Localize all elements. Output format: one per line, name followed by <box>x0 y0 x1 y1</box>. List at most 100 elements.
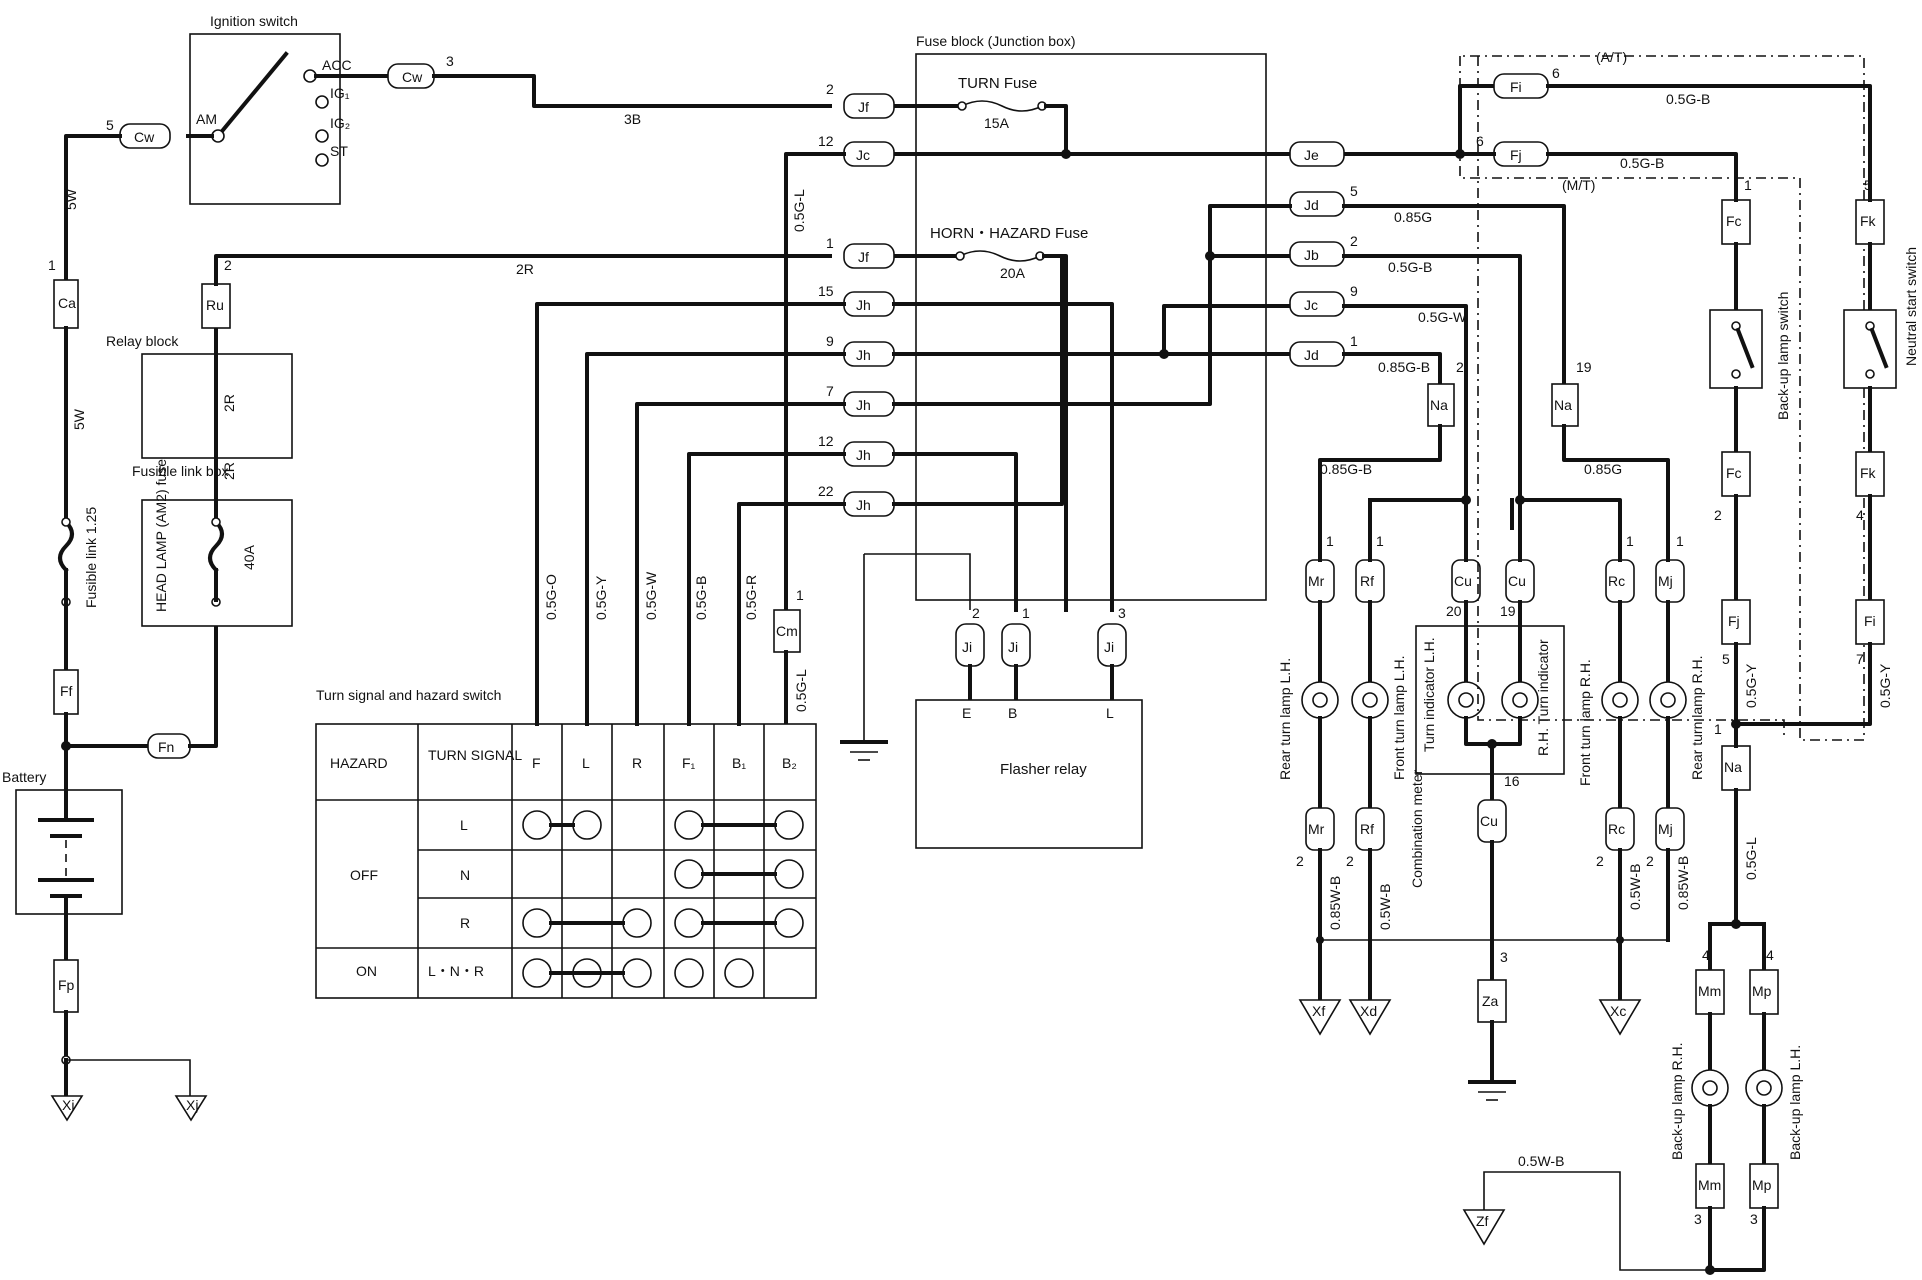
connector-cu-bottom: Cu <box>1477 799 1507 843</box>
svg-text:Mp: Mp <box>1752 983 1772 999</box>
svg-text:R: R <box>632 755 642 771</box>
svg-text:0.5W-B: 0.5W-B <box>1627 864 1643 910</box>
svg-text:R: R <box>460 915 470 931</box>
svg-text:2R: 2R <box>221 394 237 412</box>
connector-na-mid: Na 19 <box>1551 359 1592 427</box>
wire-5w-bottom: 5W <box>71 408 87 430</box>
svg-text:16: 16 <box>1504 773 1520 789</box>
svg-text:6: 6 <box>1552 65 1560 81</box>
svg-text:HAZARD: HAZARD <box>330 755 388 771</box>
svg-text:Cw: Cw <box>402 69 423 85</box>
backup-lamp-switch: Back-up lamp switch <box>1709 292 1791 420</box>
svg-text:(A/T): (A/T) <box>1596 49 1627 65</box>
bulb-backup-rh <box>1691 1069 1729 1107</box>
ignition-terminal-acc: ACC <box>322 57 352 73</box>
ignition-switch: Ignition switch AM ACC IG₁ IG₂ ST <box>189 13 352 205</box>
svg-text:Rc: Rc <box>1608 821 1625 837</box>
ground-body-1 <box>840 740 888 761</box>
svg-text:Jh: Jh <box>856 447 871 463</box>
svg-text:Zf: Zf <box>1476 1213 1489 1229</box>
svg-text:0.5G-Y: 0.5G-Y <box>1743 663 1759 708</box>
wire-3b: 3B <box>624 111 641 127</box>
svg-text:20A: 20A <box>1000 265 1026 281</box>
svg-text:0.85G: 0.85G <box>1394 209 1432 225</box>
svg-text:L: L <box>1106 705 1114 721</box>
svg-text:(M/T): (M/T) <box>1562 177 1595 193</box>
svg-text:Fusible link box: Fusible link box <box>132 463 229 479</box>
svg-text:1: 1 <box>1376 533 1384 549</box>
svg-text:0.5G-O: 0.5G-O <box>543 574 559 620</box>
svg-text:2: 2 <box>1350 233 1358 249</box>
svg-text:Battery: Battery <box>2 769 46 785</box>
connector-je: Je <box>1289 141 1345 167</box>
svg-text:3: 3 <box>1118 605 1126 621</box>
svg-text:R.H. Turn indicator: R.H. Turn indicator <box>1535 639 1551 756</box>
svg-text:Fk: Fk <box>1860 465 1877 481</box>
bulb-front-lh <box>1351 681 1389 719</box>
svg-text:0.5W-B: 0.5W-B <box>1377 884 1393 930</box>
flasher-relay: E B L Flasher relay <box>915 699 1143 849</box>
svg-text:Turn signal and hazard switch: Turn signal and hazard switch <box>316 687 501 703</box>
svg-text:12: 12 <box>818 133 834 149</box>
svg-text:2R: 2R <box>221 462 237 480</box>
svg-text:2R: 2R <box>516 261 534 277</box>
combination-meter: 20 19 Turn indicator L.H. R.H. Turn indi… <box>1409 600 1565 888</box>
svg-text:Na: Na <box>1554 397 1572 413</box>
svg-text:0.5G-Y: 0.5G-Y <box>1877 663 1893 708</box>
connector-jc-9: Jc 9 <box>1289 283 1358 317</box>
svg-text:Mm: Mm <box>1698 983 1721 999</box>
svg-text:Na: Na <box>1724 759 1742 775</box>
connector-fc-bottom: Fc 2 <box>1714 451 1751 523</box>
svg-text:3: 3 <box>1500 949 1508 965</box>
svg-text:9: 9 <box>1350 283 1358 299</box>
svg-text:0.5G-L: 0.5G-L <box>791 189 807 232</box>
svg-text:0.5G-B: 0.5G-B <box>1388 259 1432 275</box>
svg-text:Xc: Xc <box>1610 1003 1626 1019</box>
svg-text:1: 1 <box>1022 605 1030 621</box>
svg-text:Back-up lamp switch: Back-up lamp switch <box>1775 292 1791 420</box>
bulb-front-rh <box>1601 681 1639 719</box>
svg-text:Back-up lamp R.H.: Back-up lamp R.H. <box>1669 1043 1685 1160</box>
svg-text:22: 22 <box>818 483 834 499</box>
svg-text:Jh: Jh <box>856 497 871 513</box>
svg-text:2: 2 <box>1714 507 1722 523</box>
svg-text:2: 2 <box>826 81 834 97</box>
svg-text:0.5W-B: 0.5W-B <box>1518 1153 1564 1169</box>
connector-cw-out: Cw 3 <box>387 53 454 89</box>
svg-text:HEAD LAMP (AM2) fuse: HEAD LAMP (AM2) fuse <box>153 459 169 612</box>
connector-ji-l: Ji 3 <box>1097 605 1127 667</box>
svg-text:6: 6 <box>1476 133 1484 149</box>
svg-text:Jc: Jc <box>1304 297 1318 313</box>
connector-ff: Ff <box>53 669 79 715</box>
svg-text:Cu: Cu <box>1508 573 1526 589</box>
svg-text:Jh: Jh <box>856 397 871 413</box>
ground-xc: Xc <box>1598 999 1642 1036</box>
connector-ji-b: Ji 1 <box>1001 605 1031 667</box>
svg-text:Ji: Ji <box>1008 639 1018 655</box>
svg-text:Neutral start switch: Neutral start switch <box>1903 247 1919 366</box>
connector-rc-bottom: Rc 2 <box>1596 807 1635 869</box>
connector-jc: Jc 12 <box>818 133 895 167</box>
svg-text:4: 4 <box>1856 507 1864 523</box>
svg-text:Mj: Mj <box>1658 821 1673 837</box>
svg-text:0.5G-B: 0.5G-B <box>1620 155 1664 171</box>
svg-text:1: 1 <box>1714 721 1722 737</box>
svg-text:Rc: Rc <box>1608 573 1625 589</box>
svg-text:Jf: Jf <box>858 249 869 265</box>
svg-text:1: 1 <box>1326 533 1334 549</box>
svg-text:2: 2 <box>1346 853 1354 869</box>
connector-cw-in: Cw 5 <box>106 117 171 149</box>
svg-text:5: 5 <box>1722 651 1730 667</box>
ignition-terminal-ig1: IG₁ <box>330 85 350 101</box>
ignition-terminal-am: AM <box>196 111 217 127</box>
connector-cu-rh: Cu <box>1505 559 1535 603</box>
svg-text:F: F <box>532 755 541 771</box>
connector-jb: Jb 2 <box>1289 233 1358 267</box>
connector-jd-5: Jd 5 <box>1289 183 1358 217</box>
svg-text:Fp: Fp <box>58 977 75 993</box>
svg-text:1: 1 <box>1676 533 1684 549</box>
svg-text:Mp: Mp <box>1752 1177 1772 1193</box>
svg-text:Fj: Fj <box>1728 613 1740 629</box>
svg-text:0.5G-Y: 0.5G-Y <box>593 575 609 620</box>
svg-text:0.5G-R: 0.5G-R <box>743 575 759 620</box>
